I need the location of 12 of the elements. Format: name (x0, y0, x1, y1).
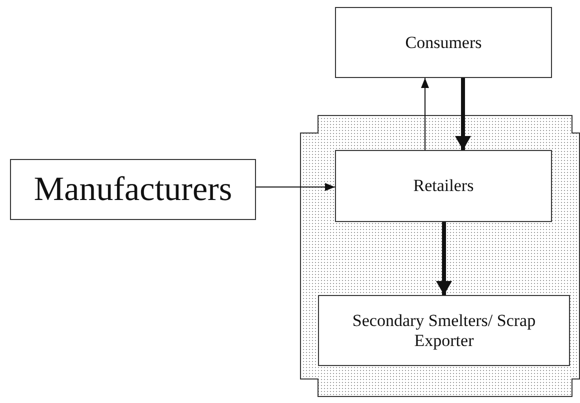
box-label: Retailers (413, 176, 474, 196)
process-box (335, 150, 552, 222)
process-box (335, 7, 552, 78)
arrow (256, 183, 336, 191)
box-label: Manufacturers (34, 170, 232, 210)
box-label: Consumers (405, 32, 482, 52)
box-label: Secondary Smelters/ Scrap Exporter (351, 310, 537, 350)
process-box (10, 159, 256, 220)
arrow (421, 78, 429, 150)
process-box (318, 295, 570, 366)
arrow (436, 222, 452, 295)
arrow (455, 78, 471, 150)
